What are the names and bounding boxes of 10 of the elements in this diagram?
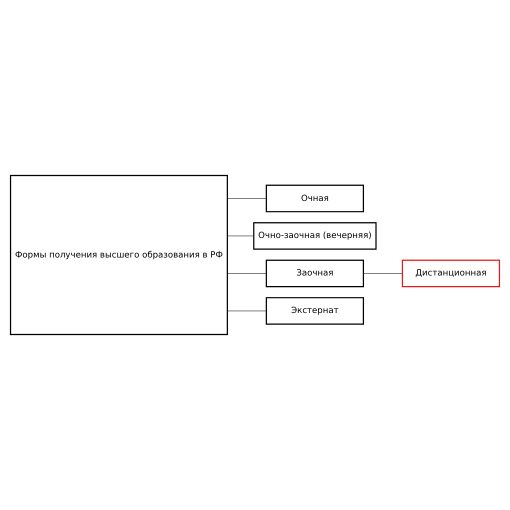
connector bbox=[227, 273, 266, 274]
node-box: Формы получения высшего образования в РФ bbox=[10, 174, 228, 336]
node-box: Очно-заочная (вечерняя) bbox=[253, 222, 377, 250]
node-box: Экстернат bbox=[266, 297, 364, 325]
node-box: Дистанционная bbox=[402, 260, 500, 288]
connector bbox=[227, 310, 266, 312]
node-box: Очная bbox=[266, 184, 364, 212]
connector bbox=[227, 198, 266, 199]
node-box: Заочная bbox=[266, 260, 364, 288]
connector bbox=[363, 273, 402, 274]
